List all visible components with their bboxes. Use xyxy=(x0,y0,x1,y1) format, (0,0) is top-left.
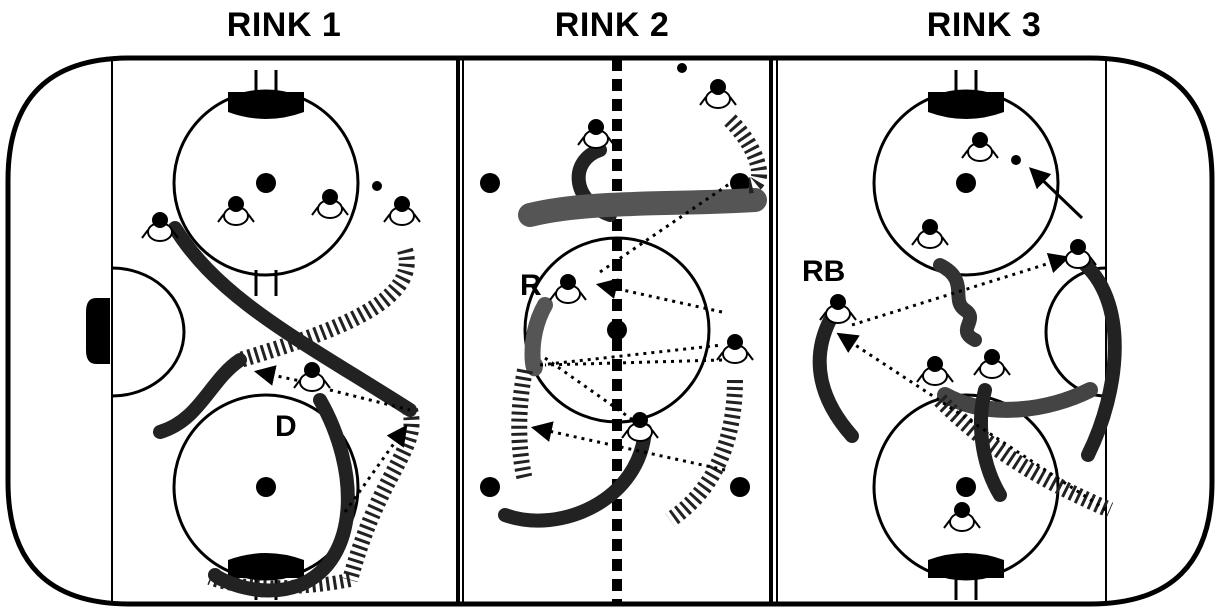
referee-crease xyxy=(111,266,186,398)
rink-3: RB xyxy=(802,70,1122,600)
skate-trail xyxy=(937,382,1098,418)
label-r: R xyxy=(520,269,542,302)
goal-net-top xyxy=(228,92,304,119)
faceoff-circle-bottom xyxy=(172,393,360,581)
player-icon xyxy=(973,348,1011,379)
center-circle xyxy=(523,236,711,424)
puck xyxy=(1011,155,1021,165)
rink-1-title: RINK 1 xyxy=(226,6,342,44)
goal-net-top xyxy=(928,92,1004,119)
pass-arrow xyxy=(253,365,306,386)
goal-net-bottom xyxy=(228,553,304,578)
skate-trail xyxy=(812,313,859,443)
player-icon xyxy=(549,273,587,304)
pass-arrow xyxy=(329,388,411,412)
bench-door xyxy=(86,298,110,364)
faceoff-dot xyxy=(480,173,500,193)
pass-arrow xyxy=(595,278,723,314)
faceoff-dot xyxy=(956,173,976,193)
rink-3-title: RINK 3 xyxy=(926,6,1042,44)
rink-2-title: RINK 2 xyxy=(554,6,670,44)
faceoff-circle-top xyxy=(872,89,1060,277)
player-icon xyxy=(577,118,615,149)
puck xyxy=(372,181,382,191)
label-rb: RB xyxy=(802,255,845,288)
pass-arrow xyxy=(544,356,641,427)
player-icon xyxy=(699,78,737,109)
player-icon xyxy=(961,131,999,162)
faceoff-dot xyxy=(480,477,500,497)
skate-trail xyxy=(498,423,652,528)
center-dot xyxy=(607,320,627,340)
skate-trail xyxy=(153,353,247,439)
pass-arrow xyxy=(530,421,726,472)
faceoff-dot xyxy=(956,477,976,497)
skate-trail xyxy=(933,258,982,347)
goal-net-bottom xyxy=(928,553,1004,578)
faceoff-dot xyxy=(730,173,750,193)
rink-1: D xyxy=(86,70,421,600)
skate-trail xyxy=(1073,253,1122,462)
rink-2: R xyxy=(480,59,768,603)
player-icon xyxy=(293,361,331,392)
player-icon xyxy=(383,195,421,226)
pass-arrow xyxy=(343,424,408,513)
skate-trail-dashed xyxy=(934,394,1114,518)
player-icon xyxy=(911,218,949,249)
skate-trail-dashed xyxy=(724,114,768,194)
faceoff-dot xyxy=(730,477,750,497)
faceoff-dot xyxy=(256,173,276,193)
player-icon xyxy=(943,501,981,532)
label-d: D xyxy=(275,410,297,443)
skate-trail xyxy=(518,188,767,227)
skate-trail-dashed xyxy=(342,408,420,583)
skate-trail-dashed xyxy=(511,368,533,482)
pass-arrow xyxy=(544,358,723,367)
player-icon xyxy=(916,355,954,386)
pass-arrow xyxy=(851,252,1071,327)
skate-trail-dashed xyxy=(237,247,415,368)
pass-arrow xyxy=(539,343,723,367)
skate-trail-dashed xyxy=(207,571,352,595)
skate-trail xyxy=(524,297,553,376)
player-icon xyxy=(311,188,349,219)
rink-boards xyxy=(5,55,1215,607)
player-icon xyxy=(217,195,255,226)
player-icon xyxy=(716,333,754,364)
skate-trail xyxy=(168,221,417,417)
faceoff-circle-top xyxy=(172,89,360,277)
skate-trail-dashed xyxy=(665,379,743,527)
puck xyxy=(677,63,687,73)
pass-arrow-solid xyxy=(1028,167,1084,220)
faceoff-dot xyxy=(256,477,276,497)
pass-arrow xyxy=(836,332,1107,512)
